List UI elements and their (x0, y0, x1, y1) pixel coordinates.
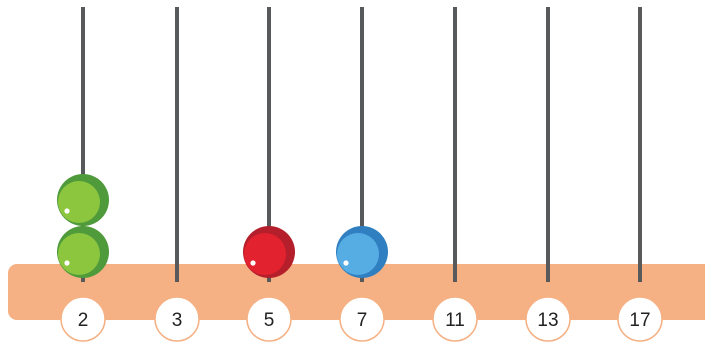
rod-label-7: 7 (339, 296, 385, 342)
bead-blue-rod-7 (336, 226, 388, 278)
rod-label-2: 2 (60, 296, 106, 342)
rods-layer (81, 7, 642, 282)
rod-label-text: 3 (172, 310, 183, 331)
rod-7 (360, 7, 364, 282)
rod-label-text: 13 (537, 310, 558, 331)
rod-3 (175, 7, 179, 282)
rod-11 (453, 7, 457, 282)
rod-label-text: 5 (264, 310, 275, 331)
rod-13 (546, 7, 550, 282)
bead-red-rod-5 (243, 226, 295, 278)
rod-label-text: 11 (445, 310, 465, 331)
beads-layer (57, 174, 388, 278)
rod-label-text: 17 (629, 310, 650, 331)
rod-label-17: 17 (617, 296, 663, 342)
rod-5 (267, 7, 271, 282)
rod-2 (81, 7, 85, 282)
rod-label-3: 3 (154, 296, 200, 342)
rod-label-11: 11 (432, 296, 478, 342)
bead-green-rod-2 (57, 174, 109, 226)
rod-17 (638, 7, 642, 282)
bead-green-rod-2 (57, 226, 109, 278)
rod-label-text: 7 (357, 310, 368, 331)
labels-layer: 2 3 5 7 11 13 17 (60, 296, 663, 342)
rod-label-5: 5 (246, 296, 292, 342)
rod-label-text: 2 (78, 310, 89, 331)
rod-label-13: 13 (525, 296, 571, 342)
